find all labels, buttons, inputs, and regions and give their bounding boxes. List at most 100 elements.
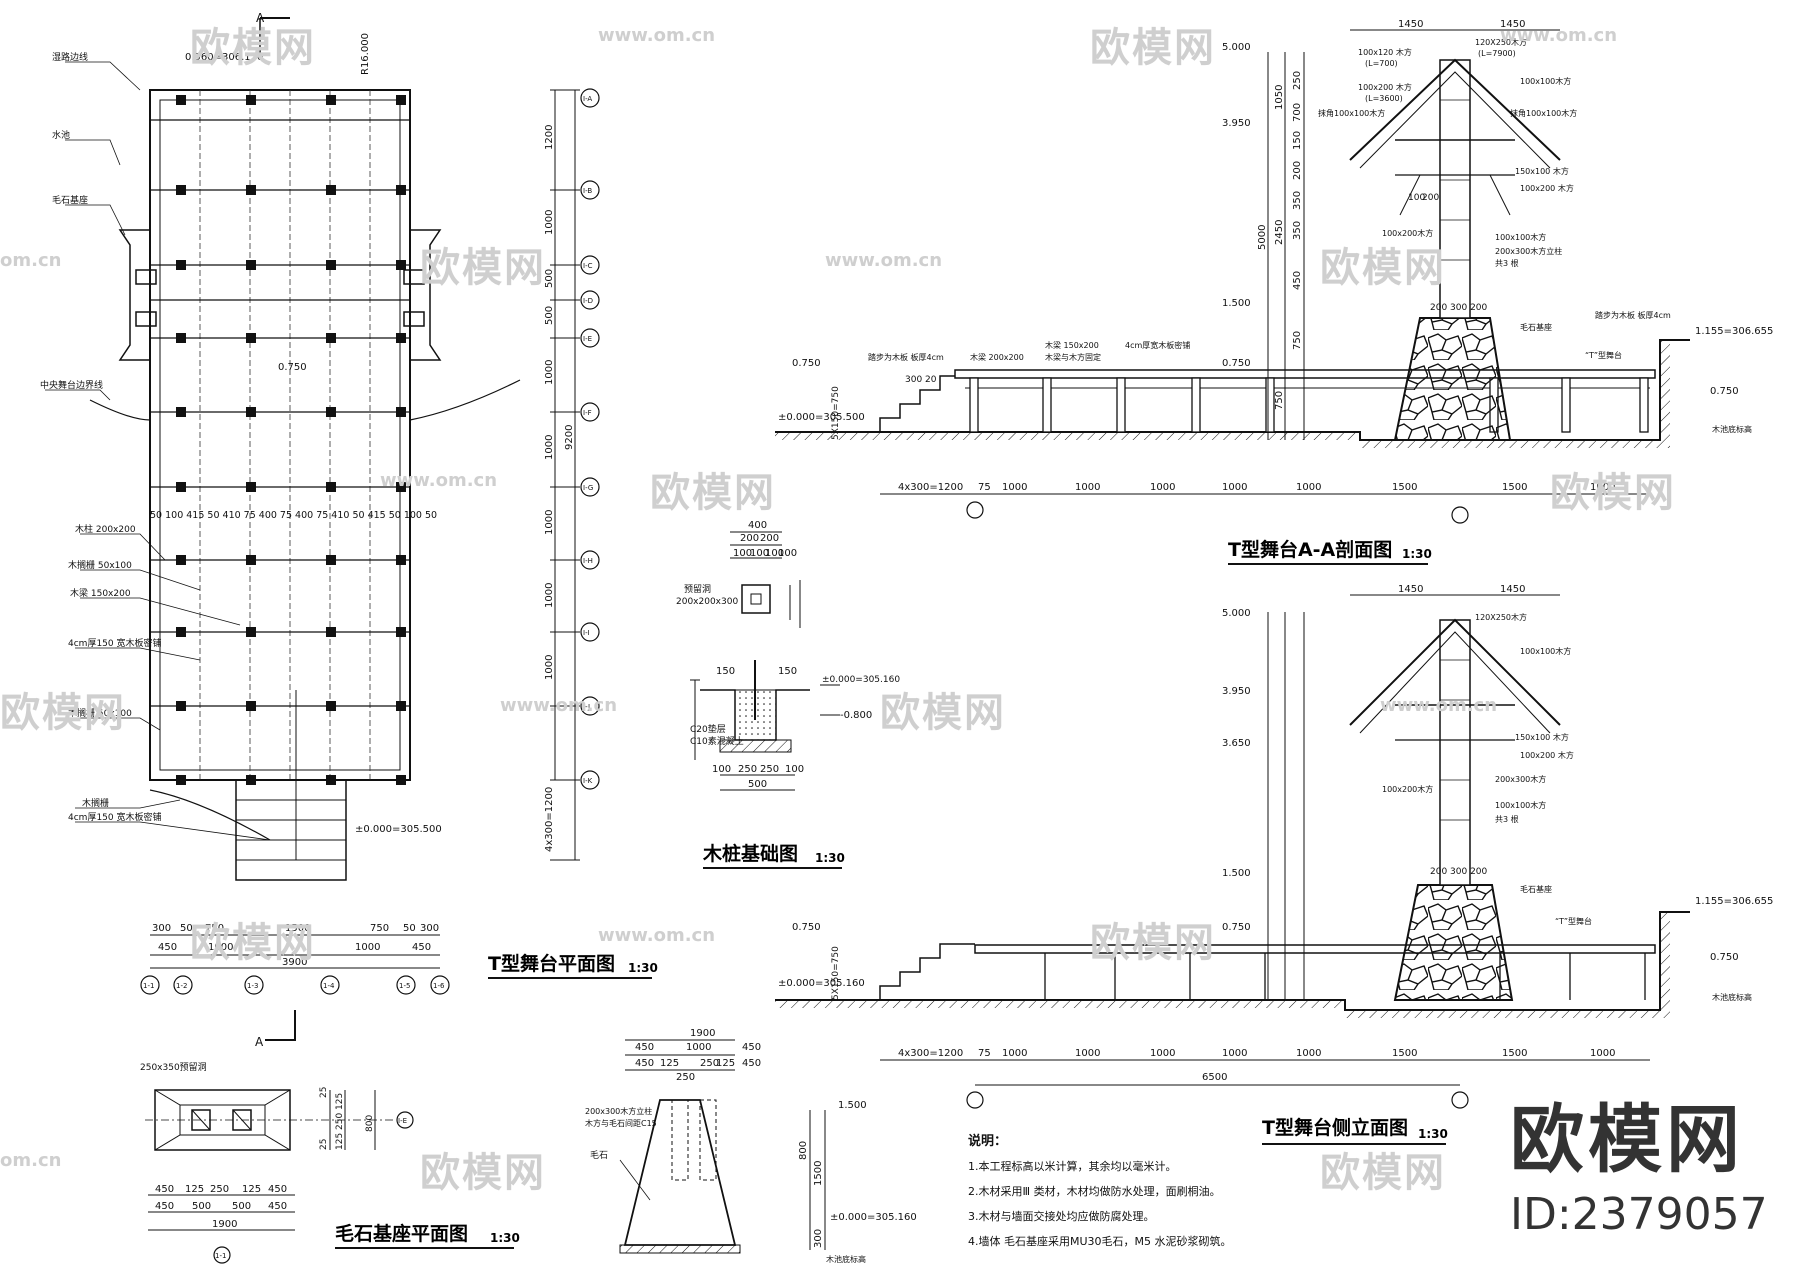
detail-label: 200x300木方立柱 — [585, 1106, 652, 1116]
pile-total: 500 — [748, 779, 767, 790]
side-level: 3.950 — [1222, 686, 1251, 697]
plan-center-level: 0.750 — [278, 362, 307, 373]
plan-bottom-dim: 50 — [180, 923, 193, 934]
plan-axis-right: I-G — [583, 484, 593, 492]
plan-side-label: 木柱 200x200 — [75, 523, 136, 535]
section-level: 5.000 — [1222, 42, 1251, 53]
plan-top-label: 0.960=306.120 — [185, 52, 263, 63]
detail-dim: 450 — [742, 1058, 761, 1069]
pile-dim: 400 — [748, 520, 767, 531]
section-bottom-dim: 1000 — [1002, 482, 1027, 493]
plan-right-dim: 1000 — [544, 435, 555, 460]
plan-side-label: 中央舞台边界线 — [40, 379, 103, 391]
section-level: 0.750 — [792, 358, 821, 369]
section-roof-dim: 1450 — [1398, 19, 1423, 30]
plan-view — [45, 17, 600, 1041]
plan-right-dim: 1000 — [544, 510, 555, 535]
plan-axis-right: I-A — [583, 95, 592, 103]
section-label: 4cm厚宽木板密铺 — [1125, 340, 1190, 350]
base-side-dim: 125 — [335, 1093, 345, 1110]
pile-dim: 200 — [760, 533, 779, 544]
section-title: T型舞台A-A剖面图 — [1228, 538, 1392, 561]
side-title: T型舞台侧立面图 — [1262, 1116, 1408, 1139]
notes-item: 4.墙体 毛石基座采用MU30毛石，M5 水泥砂浆砌筑。 — [968, 1234, 1232, 1248]
pile-label: 200x200x300 — [676, 597, 738, 607]
plan-section-mark-top: A — [256, 11, 265, 25]
section-level-right: 1.155=306.655 — [1695, 326, 1773, 337]
pile-dim: 100 — [750, 548, 769, 559]
side-label: 120X250木方 — [1475, 612, 1527, 622]
brand-logo: 欧模网 — [1510, 1097, 1744, 1183]
section-vert-dim: 250 — [1292, 71, 1303, 90]
section-label: 120X250木方 — [1475, 37, 1527, 47]
section-level: 1.500 — [1222, 298, 1251, 309]
detail-dim: 125 — [660, 1058, 679, 1069]
pile-dim: 100 — [778, 548, 797, 559]
base-dim: 250 — [210, 1184, 229, 1195]
detail-total: 1900 — [690, 1028, 715, 1039]
plan-axis-right: I-I — [583, 629, 590, 637]
base-title-scale: 1:30 — [490, 1231, 520, 1245]
base-label: 250x350预留洞 — [140, 1061, 207, 1073]
plan-side-label: 湿路边线 — [52, 51, 88, 63]
side-label: 木池底标高 — [1712, 992, 1752, 1002]
pile-bottom-dim: 100 — [712, 764, 731, 775]
pile-level: -0.800 — [840, 710, 872, 721]
plan-axis-right: I-J — [583, 703, 590, 711]
side-bottom-dim: 1000 — [1075, 1048, 1100, 1059]
pile-bottom-dim: 250 — [738, 764, 757, 775]
base-side-dim: 800 — [365, 1115, 375, 1132]
section-label: 踏步为木板 板厚4cm — [1595, 310, 1671, 320]
pile-title-scale: 1:30 — [815, 851, 845, 865]
base-dim: 125 — [242, 1184, 261, 1195]
side-bottom-dim: 1000 — [1590, 1048, 1615, 1059]
notes-title: 说明： — [968, 1133, 1007, 1149]
plan-axis-right: I-H — [583, 557, 593, 565]
section-label: 200x300木方立柱 — [1495, 246, 1562, 256]
detail-level: ±0.000=305.160 — [830, 1212, 917, 1223]
side-title-scale: 1:30 — [1418, 1127, 1448, 1141]
plan-side-label: 4cm厚150 宽木板密铺 — [68, 637, 161, 649]
pile-label: 预留洞 — [684, 583, 711, 595]
section-roof-dim: 1450 — [1500, 19, 1525, 30]
base-detail — [619, 1039, 826, 1254]
section-vert-dim: 700 — [1292, 103, 1303, 122]
section-label: 100 — [1408, 193, 1425, 203]
base-dim: 500 — [192, 1201, 211, 1212]
plan-side-label: 毛石基座 — [52, 194, 88, 206]
plan-bottom-total: 3900 — [282, 957, 307, 968]
plan-stair — [235, 779, 347, 881]
side-bottom-dim: 1000 — [1222, 1048, 1247, 1059]
plan-axis-right: I-E — [583, 335, 592, 343]
side-label: 200x300木方 — [1495, 774, 1546, 784]
plan-title-scale: 1:30 — [628, 961, 658, 975]
side-stone-base — [1393, 884, 1514, 1001]
plan-right-dim: 500 — [544, 269, 555, 288]
base-side-dim: 25 — [319, 1139, 329, 1150]
section-label: 木梁 200x200 — [970, 352, 1024, 362]
section-vert-dim: 450 — [1292, 271, 1303, 290]
plan-side-label: 木搁栅 50x100 — [68, 559, 132, 571]
section-vert-dim: 1050 — [1274, 85, 1285, 110]
base-dim: 450 — [268, 1184, 287, 1195]
side-level: 0.750 — [792, 922, 821, 933]
section-label: (L=3600) — [1365, 94, 1403, 103]
plan-right-dim: 4x300=1200 — [544, 787, 555, 852]
section-label: (L=700) — [1365, 59, 1398, 68]
side-roof-dim: 1450 — [1500, 584, 1525, 595]
notes: 说明： 1.本工程标高以米计算，其余均以毫米计。 2.木材采用Ⅲ 类材，木材均做… — [968, 1133, 1232, 1248]
section-title-block: T型舞台A-A剖面图 1:30 — [1228, 538, 1432, 565]
section-vert-dim: 750 — [1274, 391, 1285, 410]
detail-dim: 250 — [676, 1072, 695, 1083]
section-vert-dim: 5000 — [1257, 225, 1268, 250]
plan-bottom-dim: 1500 — [285, 923, 310, 934]
section-bottom-dim: 1000 — [1296, 482, 1321, 493]
base-axis: 1-1 — [215, 1252, 226, 1260]
plan-bottom-dim: 450 — [158, 942, 177, 953]
plan-right-dim: 1200 — [544, 125, 555, 150]
pile-level: ±0.000=305.160 — [822, 675, 900, 685]
pile-side-dim: 150 — [716, 666, 735, 677]
section-view — [775, 29, 1690, 524]
side-bottom-dim: 1500 — [1502, 1048, 1527, 1059]
side-level-right: 0.750 — [1710, 952, 1739, 963]
